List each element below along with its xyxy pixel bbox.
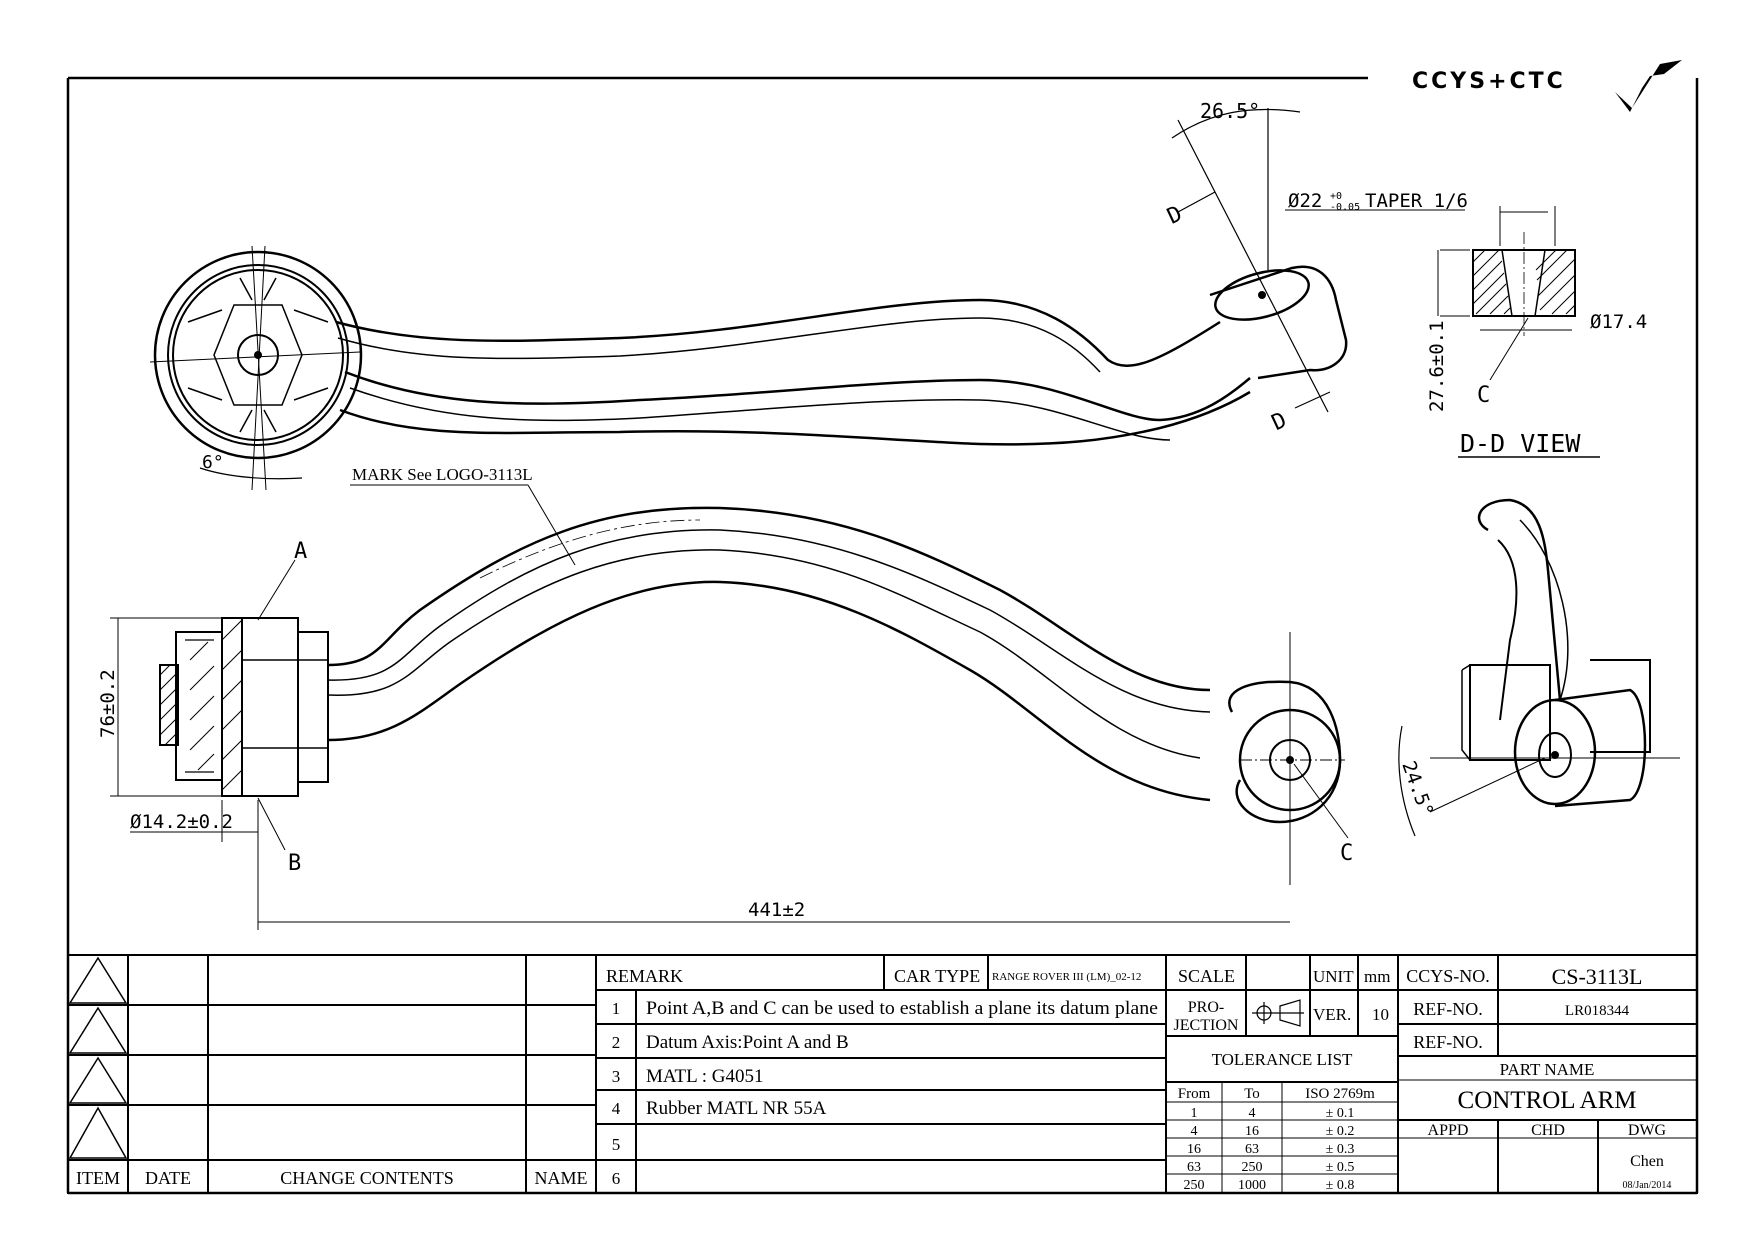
car-type-label: CAR TYPE (894, 966, 980, 986)
remark-no-5: 5 (612, 1135, 621, 1154)
section-dd-indicator: 26.5° D D (1164, 99, 1331, 436)
taper-tol-upper: +0 (1330, 191, 1342, 202)
col-name-header: NAME (535, 1168, 588, 1188)
tolerance-cell: ± 0.1 (1326, 1106, 1355, 1121)
tolerance-cell: 4 (1191, 1124, 1198, 1139)
drawing-border (66, 76, 1699, 1195)
company-logo: CCYS+CTC (1412, 60, 1682, 112)
tol-header-iso: ISO 2769m (1305, 1086, 1375, 1102)
point-a-label: A (294, 539, 307, 564)
taper-ratio-label: TAPER 1/6 (1365, 190, 1468, 212)
angle-26-5-label: 26.5° (1200, 99, 1260, 123)
front-view: C A B MARK See LOGO-3113L 76±0.2 Ø14.2±0… (97, 465, 1353, 930)
remark-no-4: 4 (612, 1099, 621, 1118)
specs-block: SCALE UNIT mm PRO- JECTION VER. 10 TOLER… (1165, 954, 1399, 1194)
col-item-header: ITEM (76, 1168, 120, 1188)
ref-no-label: REF-NO. (1413, 999, 1483, 1019)
remark-no-1: 1 (612, 999, 621, 1018)
revision-table: ITEM DATE CHANGE CONTENTS NAME (67, 954, 597, 1194)
tolerance-cell: ± 0.2 (1326, 1124, 1355, 1139)
revision-triangle-icon (68, 956, 128, 1004)
ccys-no-value: CS-3113L (1552, 964, 1643, 989)
tolerance-cell: 16 (1187, 1142, 1201, 1157)
tolerance-cell: ± 0.5 (1326, 1160, 1355, 1175)
revision-triangle-icon (68, 1056, 128, 1104)
mark-logo-note: MARK See LOGO-3113L (352, 465, 533, 484)
tolerance-cell: 250 (1184, 1178, 1205, 1193)
remark-header: REMARK (606, 966, 683, 986)
drawing-date: 08/Jan/2014 (1623, 1180, 1672, 1191)
remark-text-3: MATL : G4051 (646, 1066, 764, 1087)
tolerance-cell: 1000 (1238, 1178, 1266, 1193)
dwg-label: DWG (1628, 1122, 1667, 1139)
remark-no-3: 3 (612, 1067, 621, 1086)
ver-label: VER. (1313, 1005, 1351, 1024)
point-c-label: C (1340, 841, 1353, 866)
revision-triangle-icon (68, 1006, 128, 1054)
part-name-value: CONTROL ARM (1458, 1087, 1637, 1114)
tol-header-from: From (1178, 1086, 1211, 1102)
tolerance-cell: 16 (1245, 1124, 1259, 1139)
tolerance-rows: 1 4 ± 0.1 4 16 ± 0.2 16 63 ± 0.3 63 250 ± 0.5 250 100… (1184, 1106, 1355, 1193)
remark-table: REMARK CAR TYPE RANGE ROVER III (LM)_02-… (595, 954, 1167, 1194)
isometric-view: 24.5° (1397, 498, 1680, 837)
section-d-label-bottom: D (1268, 408, 1291, 436)
bore-17-4-label: Ø17.4 (1590, 311, 1647, 333)
remark-text-4: Rubber MATL NR 55A (646, 1098, 827, 1119)
tolerance-cell: 1 (1191, 1106, 1198, 1121)
ref-no-value: LR018344 (1565, 1003, 1630, 1019)
remark-text-1: Point A,B and C can be used to establish… (646, 998, 1158, 1019)
appd-label: APPD (1428, 1122, 1469, 1139)
drawer-name: Chen (1630, 1153, 1664, 1170)
tolerance-cell: ± 0.3 (1326, 1142, 1355, 1157)
col-date-header: DATE (145, 1168, 191, 1188)
taper-tol-lower: -0.05 (1330, 202, 1360, 213)
tolerance-cell: 63 (1187, 1160, 1201, 1175)
logo-emblem-icon (1615, 60, 1682, 112)
point-b-label: B (288, 851, 301, 876)
tolerance-cell: 250 (1242, 1160, 1263, 1175)
length-441-label: 441±2 (748, 899, 805, 921)
dia-14-2-label: Ø14.2±0.2 (130, 811, 233, 833)
col-change-contents-header: CHANGE CONTENTS (280, 1168, 454, 1188)
point-c-section-label: C (1477, 383, 1490, 408)
title-block: CCYS-NO. CS-3113L REF-NO. LR018344 REF-N… (1397, 954, 1698, 1194)
car-type-value: RANGE ROVER III (LM)_02-12 (992, 971, 1141, 983)
unit-label: UNIT (1313, 967, 1354, 986)
unit-value: mm (1364, 967, 1390, 986)
tol-header-to: To (1244, 1086, 1260, 1102)
projection-label-line1: PRO- (1188, 999, 1224, 1016)
chd-label: CHD (1531, 1122, 1565, 1139)
top-view: 6° (149, 245, 1348, 491)
tolerance-cell: 63 (1245, 1142, 1259, 1157)
height-76-label: 76±0.2 (97, 669, 119, 738)
angle-6-label: 6° (202, 452, 224, 473)
logo-text: CCYS+CTC (1412, 69, 1566, 94)
height-27-6-label: 27.6±0.1 (1426, 320, 1448, 412)
dd-view-title: D-D VIEW (1460, 429, 1581, 458)
angle-24-5-label: 24.5° (1397, 758, 1437, 819)
tolerance-title: TOLERANCE LIST (1212, 1050, 1353, 1069)
remark-no-6: 6 (612, 1169, 621, 1188)
ccys-no-label: CCYS-NO. (1406, 966, 1490, 986)
part-name-label: PART NAME (1500, 1060, 1595, 1079)
tolerance-cell: 4 (1249, 1106, 1256, 1121)
remark-text-2: Datum Axis:Point A and B (646, 1032, 849, 1053)
remark-no-2: 2 (612, 1033, 621, 1052)
section-d-label-top: D (1164, 201, 1187, 229)
ver-value: 10 (1372, 1005, 1389, 1024)
taper-dia-label: Ø22 (1288, 190, 1322, 212)
ref-no2-label: REF-NO. (1413, 1032, 1483, 1052)
projection-label-line2: JECTION (1174, 1017, 1239, 1034)
scale-label: SCALE (1178, 966, 1235, 986)
dd-section-view: Ø22 +0 -0.05 TAPER 1/6 27.6±0.1 Ø17.4 C … (1285, 190, 1647, 458)
revision-triangle-icon (68, 1106, 128, 1159)
tolerance-cell: ± 0.8 (1326, 1178, 1355, 1193)
projection-symbol-icon (1252, 999, 1304, 1027)
